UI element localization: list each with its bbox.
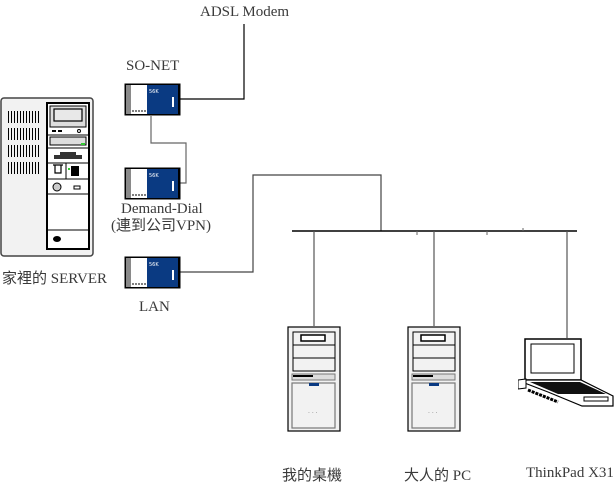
home-server-icon[interactable] <box>0 97 96 257</box>
vent-grille <box>8 111 39 174</box>
sonet-label: SO-NET <box>126 58 180 74</box>
card-text: 56K <box>149 262 159 268</box>
card-text: 56K <box>149 173 159 179</box>
lan-label: LAN <box>139 299 170 315</box>
adsl-modem-label: ADSL Modem <box>200 4 290 20</box>
wire-lan-hub <box>180 174 382 273</box>
wire-sonet-demanddial <box>150 116 187 184</box>
modem-card-lan[interactable]: 56K <box>124 256 182 290</box>
wire-sonet-adsl <box>180 24 245 100</box>
home-server-label: 家裡的 SERVER <box>2 271 108 287</box>
svg-text:· · ·: · · · <box>308 410 318 417</box>
demand-dial-label: Demand-Dial <box>121 201 203 217</box>
svg-text:· · ·: · · · <box>428 410 438 417</box>
card-text: 56K <box>149 89 159 95</box>
desktop-parents-label: 大人的 PC <box>404 468 472 484</box>
modem-card-demand-dial[interactable]: 56K <box>124 167 182 201</box>
demand-dial-sublabel: (連到公司VPN) <box>111 218 211 234</box>
desktop-parents-icon[interactable]: · · · <box>407 326 463 434</box>
modem-card-sonet[interactable]: 56K <box>124 83 182 117</box>
desktop-mine-icon[interactable]: · · · <box>287 326 343 434</box>
laptop-icon[interactable] <box>518 336 614 412</box>
desktop-mine-label: 我的桌機 <box>282 468 343 484</box>
laptop-label: ThinkPad X31 <box>526 465 614 481</box>
